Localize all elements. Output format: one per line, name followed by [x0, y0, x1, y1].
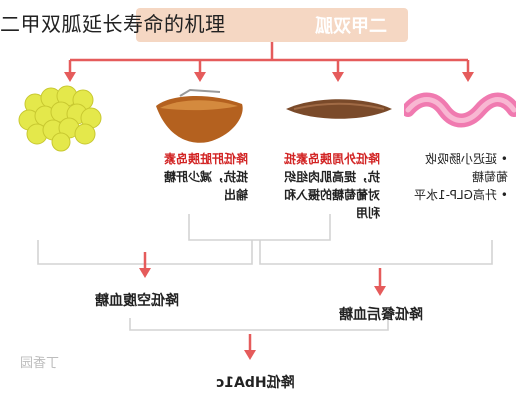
arrowhead-muscle: [332, 72, 344, 82]
bracket-hba1c: [129, 318, 389, 331]
liver-mechanism-text: 降低肝脏胰岛素 抵抗，减少肝糖 输出: [163, 152, 248, 202]
top-banner: [136, 8, 408, 42]
intestine-icon: [404, 92, 516, 128]
muscle-mechanism-text: 降低外周胰岛素抵 抗，提高肌肉组织 对葡萄糖的摄入和 利用: [283, 152, 380, 220]
muscle-icon: [286, 99, 392, 119]
fat-cells-icon: [18, 85, 102, 152]
watermark: 丁香园: [20, 356, 60, 371]
intestine-mechanism-text: • 延迟小肠吸收 葡萄糖 • 升高GLP-1水平: [414, 152, 508, 202]
arrowhead-fasting: [139, 268, 151, 278]
arrowhead-liver: [194, 72, 206, 82]
arrowhead-fat: [64, 72, 76, 82]
bracket-postprandial: [259, 240, 493, 265]
arrowhead-postprandial: [374, 286, 386, 296]
page-title: 二甲双胍延长寿命的机理: [0, 12, 226, 36]
result-fasting-glucose: 降低空腹血糖: [95, 293, 179, 309]
result-postprandial-glucose: 降低餐后血糖: [339, 307, 423, 323]
result-hba1c: 降低HbA1c: [215, 375, 295, 391]
arrowhead-intestine: [462, 72, 474, 82]
arrowhead-hba1c: [244, 350, 256, 360]
liver-icon: [156, 88, 243, 143]
